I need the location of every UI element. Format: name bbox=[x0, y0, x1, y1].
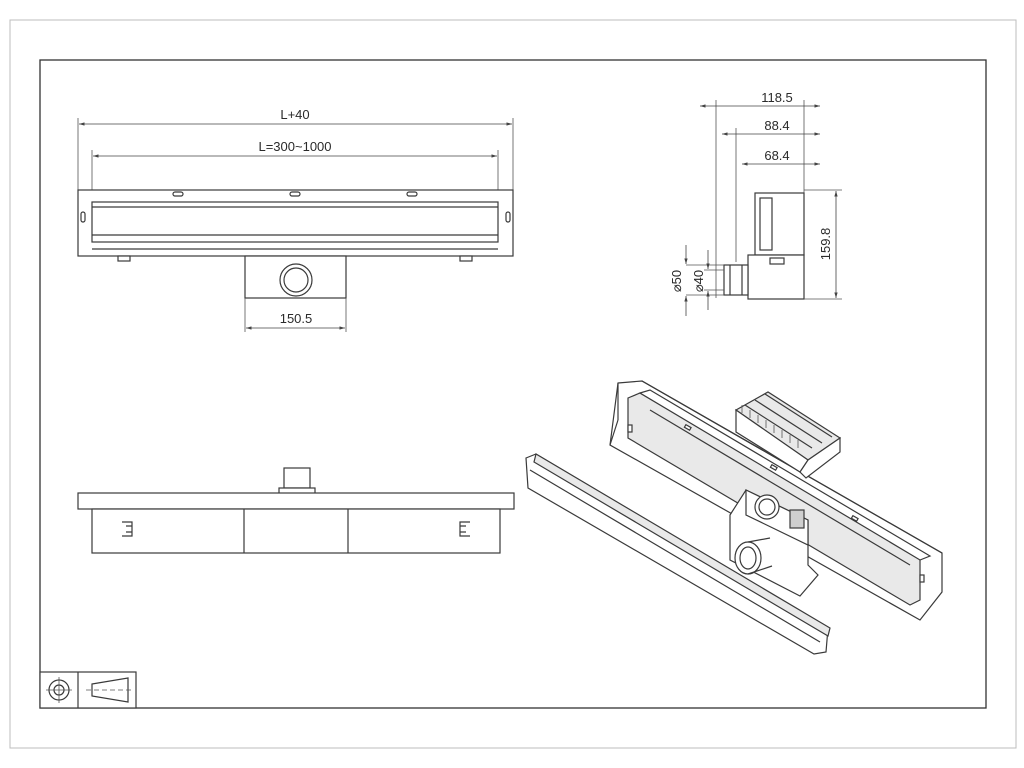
length-range-label: L=300~1000 bbox=[258, 139, 331, 154]
inner-diameter-label: ⌀40 bbox=[691, 270, 706, 292]
outer-border bbox=[9, 19, 1017, 749]
outlet-width-label: 150.5 bbox=[280, 311, 313, 326]
depth-inner-label: 68.4 bbox=[764, 148, 789, 163]
projection-symbol bbox=[39, 671, 137, 709]
front-view: L+40 L=300~1000 150.5 bbox=[77, 107, 514, 332]
rear-channel-body bbox=[91, 508, 501, 554]
rear-outlet-stub bbox=[283, 467, 311, 489]
total-length-label: L+40 bbox=[280, 107, 309, 122]
side-view: 118.5 88.4 68.4 159.8 ⌀50 ⌀40 bbox=[669, 90, 842, 316]
height-label: 159.8 bbox=[818, 228, 833, 261]
depth-outer-label: 118.5 bbox=[761, 90, 793, 105]
side-outlet-pipe bbox=[723, 264, 749, 296]
drawing-frame bbox=[39, 59, 987, 709]
outer-diameter-label: ⌀50 bbox=[669, 270, 684, 292]
depth-mid-label: 88.4 bbox=[764, 118, 789, 133]
rear-view bbox=[77, 467, 515, 554]
isometric-view bbox=[525, 380, 943, 655]
